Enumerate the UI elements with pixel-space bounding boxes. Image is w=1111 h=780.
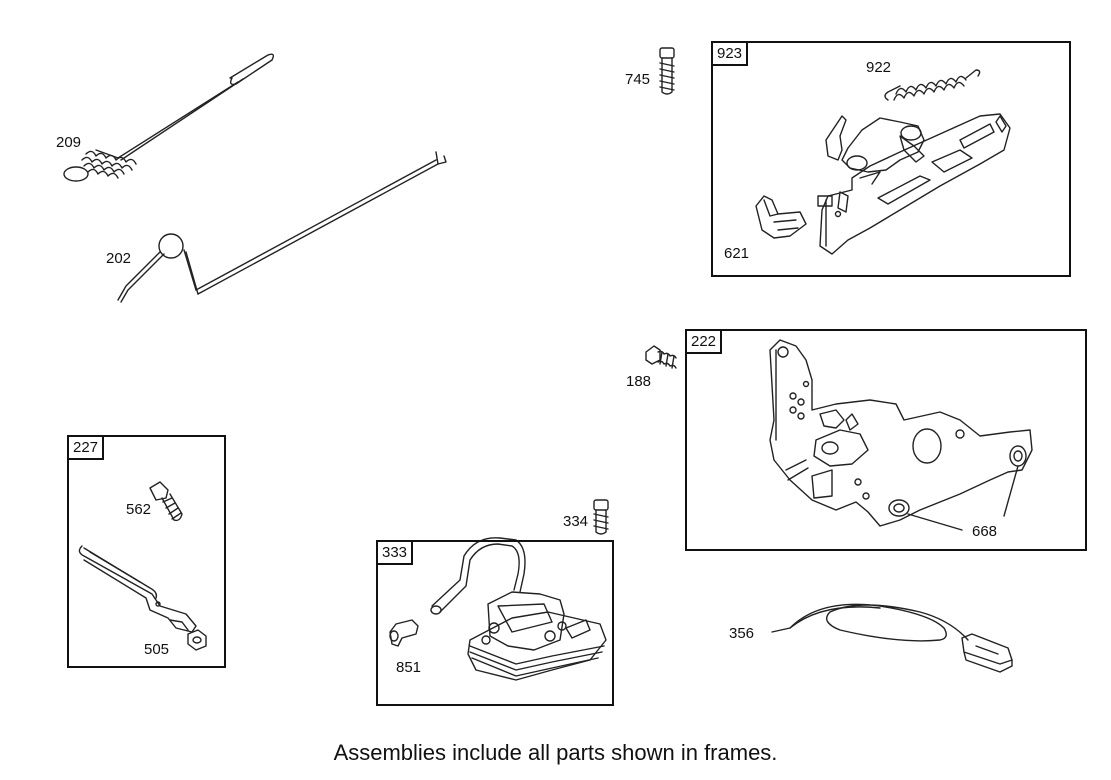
part-label-621: 621 — [724, 245, 750, 262]
frame-tag-923: 923 — [711, 41, 749, 66]
frame-tag-227: 227 — [67, 435, 105, 460]
part-label-922: 922 — [866, 59, 892, 76]
part-label-851: 851 — [396, 659, 422, 676]
connector-851-drawing — [389, 619, 419, 647]
assembly-frame-923: 923 — [711, 41, 1071, 277]
spring-922-drawing — [884, 69, 981, 101]
nut-505-drawing — [187, 629, 207, 651]
part-label-188: 188 — [626, 373, 652, 390]
armature-333-drawing — [430, 537, 607, 681]
part-label-505: 505 — [144, 641, 170, 658]
control-bracket-923-drawing — [817, 113, 1011, 255]
leader-lines-668 — [907, 465, 1019, 531]
part-label-562: 562 — [126, 501, 152, 518]
assembly-frame-333: 333 — [376, 540, 614, 706]
frame-tag-333: 333 — [376, 540, 414, 565]
footnote-text: Assemblies include all parts shown in fr… — [333, 740, 778, 765]
assembly-frame-227: 227 — [67, 435, 226, 668]
screw-745-drawing — [659, 47, 675, 95]
frame-tag-222: 222 — [685, 329, 723, 354]
assembly-frame-222: 222 — [685, 329, 1087, 551]
part-label-209: 209 — [56, 134, 82, 151]
lever-227-drawing — [78, 545, 197, 633]
extension-spring-209-drawing — [63, 53, 275, 182]
screw-562-drawing — [149, 481, 183, 522]
bracket-222-drawing — [769, 339, 1033, 527]
screw-188-drawing — [645, 345, 677, 369]
part-label-202: 202 — [106, 250, 132, 267]
ground-wire-356-drawing — [771, 603, 1013, 673]
screw-334-drawing — [593, 499, 609, 535]
part-label-356: 356 — [729, 625, 755, 642]
part-label-334: 334 — [563, 513, 589, 530]
governor-link-202-drawing — [117, 151, 447, 303]
part-label-668: 668 — [972, 523, 998, 540]
part-label-745: 745 — [625, 71, 651, 88]
clip-621-drawing — [755, 195, 807, 239]
